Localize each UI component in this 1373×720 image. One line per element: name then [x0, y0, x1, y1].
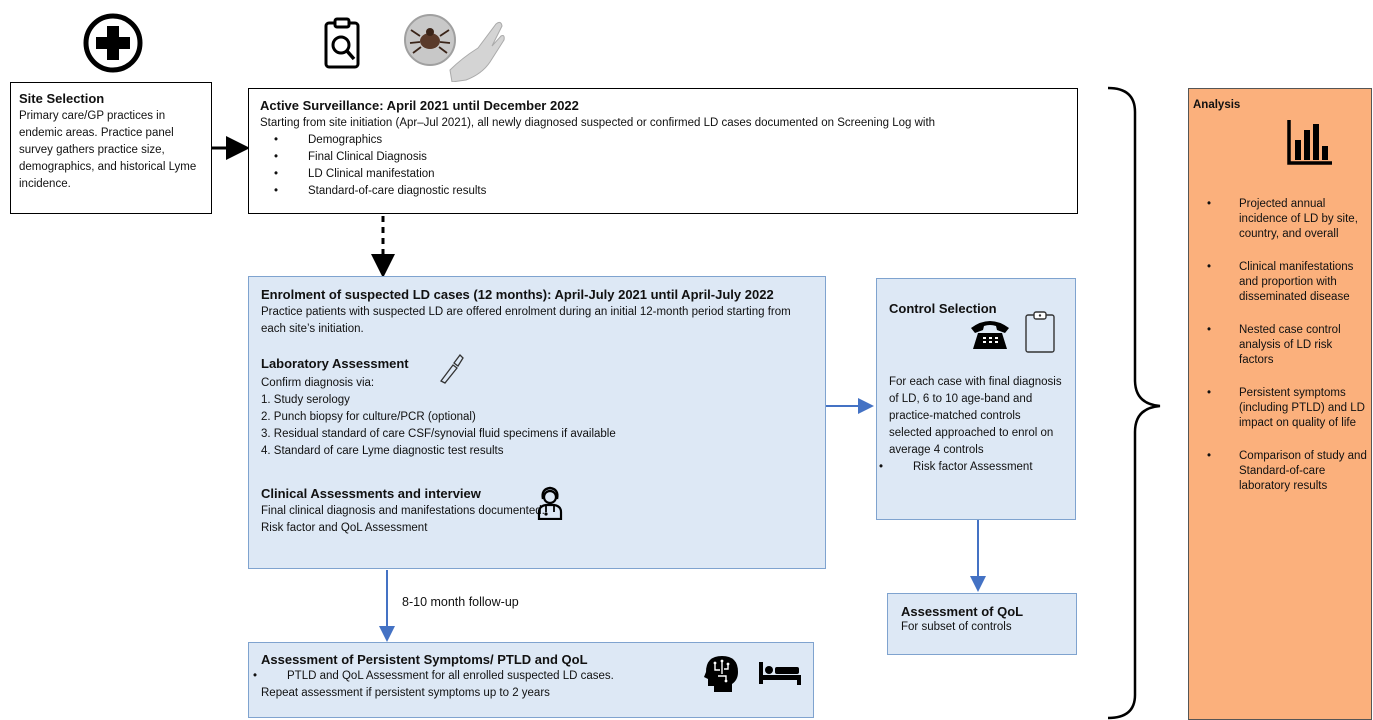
control-selection-body: For each case with final diagnosis of LD…	[889, 376, 1062, 456]
telephone-icon	[971, 321, 1009, 349]
qol-controls-body: For subset of controls	[901, 621, 1012, 633]
qol-controls-box: Assessment of QoL For subset of controls	[887, 593, 1077, 655]
right-bracket	[1107, 86, 1161, 720]
clipboard-icon	[1025, 311, 1055, 353]
list-item: Persistent symptoms (including PTLD) and…	[1193, 386, 1367, 431]
clinical-assessments-title: Clinical Assessments and interview	[261, 486, 481, 501]
list-item: LD Clinical manifestation	[274, 166, 1066, 183]
active-surveillance-intro: Starting from site initiation (Apr–Jul 2…	[260, 117, 936, 129]
control-selection-title: Control Selection	[889, 301, 997, 316]
clipboard-magnifier-icon	[324, 17, 360, 69]
tick-on-hand-icon	[404, 14, 505, 82]
lab-assessment-title: Laboratory Assessment	[261, 356, 409, 371]
medical-cross-icon	[83, 13, 143, 73]
analysis-title: Analysis	[1193, 99, 1241, 111]
enrolment-body: Practice patients with suspected LD are …	[261, 306, 791, 335]
list-item: Risk factor Assessment	[879, 459, 1063, 476]
list-item: Final Clinical Diagnosis	[274, 149, 1066, 166]
list-item: 3. Residual standard of care CSF/synovia…	[261, 428, 616, 440]
list-item: Nested case control analysis of LD risk …	[1193, 323, 1367, 368]
list-item: PTLD and QoL Assessment for all enrolled…	[253, 667, 801, 685]
list-item: 2. Punch biopsy for culture/PCR (optiona…	[261, 411, 476, 423]
persistent-list: PTLD and QoL Assessment for all enrolled…	[253, 667, 801, 685]
lab-list: 1. Study serology 2. Punch biopsy for cu…	[261, 392, 813, 460]
list-item: Comparison of study and Standard-of-care…	[1193, 449, 1367, 494]
active-surveillance-title: Active Surveillance: April 2021 until De…	[260, 98, 579, 113]
site-selection-box: Site Selection Primary care/GP practices…	[10, 82, 212, 214]
persistent-repeat: Repeat assessment if persistent symptoms…	[261, 687, 550, 699]
head-brain-icon	[704, 656, 738, 692]
control-list: Risk factor Assessment	[879, 459, 1063, 476]
followup-label: 8-10 month follow-up	[402, 595, 519, 609]
persistent-title: Assessment of Persistent Symptoms/ PTLD …	[261, 652, 588, 667]
enrolment-box: Enrolment of suspected LD cases (12 mont…	[248, 276, 826, 569]
dropper-icon	[440, 354, 464, 384]
analysis-box: Analysis Projected annual incidence of L…	[1188, 88, 1372, 720]
list-item: 4. Standard of care Lyme diagnostic test…	[261, 445, 504, 457]
enrolment-title: Enrolment of suspected LD cases (12 mont…	[261, 287, 774, 302]
list-item: Demographics	[274, 132, 1066, 149]
site-selection-title: Site Selection	[19, 91, 105, 106]
hospital-bed-icon	[759, 662, 801, 685]
list-item: 1. Study serology	[261, 394, 350, 406]
list-item: Standard-of-care diagnostic results	[274, 183, 1066, 200]
clinical-line-1: Final clinical diagnosis and manifestati…	[261, 505, 545, 517]
list-item: Projected annual incidence of LD by site…	[1193, 197, 1367, 242]
site-selection-body: Primary care/GP practices in endemic are…	[19, 110, 197, 190]
list-item: Clinical manifestations and proportion w…	[1193, 260, 1367, 305]
doctor-icon	[537, 486, 563, 520]
active-surveillance-box: Active Surveillance: April 2021 until De…	[248, 88, 1078, 214]
lab-intro: Confirm diagnosis via:	[261, 377, 375, 389]
qol-controls-title: Assessment of QoL	[901, 604, 1024, 619]
surveillance-list: Demographics Final Clinical Diagnosis LD…	[260, 132, 1066, 200]
bar-chart-icon	[1287, 120, 1332, 165]
clinical-line-2: Risk factor and QoL Assessment	[261, 522, 428, 534]
persistent-symptoms-box: Assessment of Persistent Symptoms/ PTLD …	[248, 642, 814, 718]
analysis-list: Projected annual incidence of LD by site…	[1193, 197, 1367, 494]
